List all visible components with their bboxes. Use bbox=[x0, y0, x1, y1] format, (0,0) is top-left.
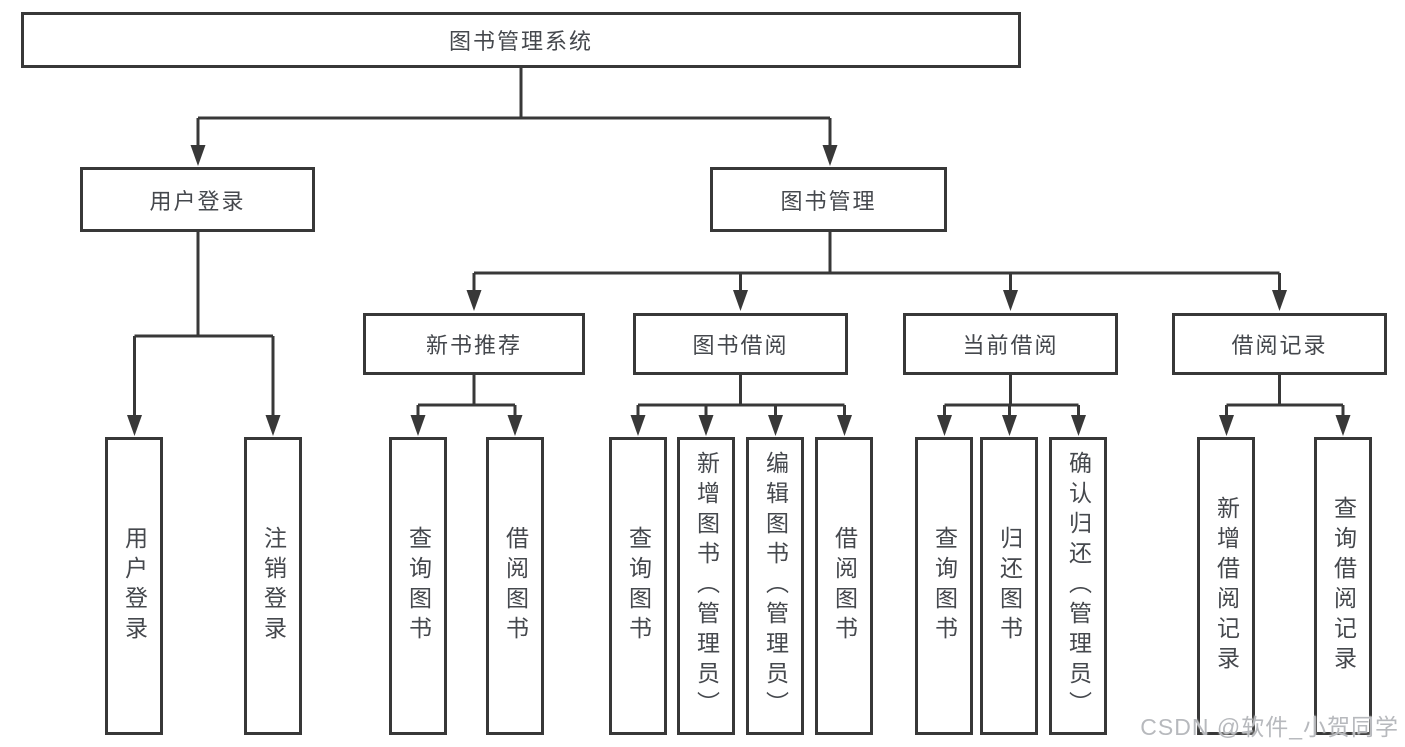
leaf-add-book-admin: 新增图书（管理员） bbox=[677, 437, 735, 735]
leaf-label: 编辑图书（管理员） bbox=[762, 451, 789, 721]
node-user-login: 用户登录 bbox=[80, 167, 315, 232]
node-label: 新书推荐 bbox=[425, 333, 522, 358]
leaf-label: 借阅图书 bbox=[831, 526, 858, 646]
leaf-query-books: 查询图书 bbox=[609, 437, 667, 735]
leaf-label: 归还图书 bbox=[996, 526, 1023, 646]
node-book-management: 图书管理 bbox=[710, 167, 947, 232]
leaf-label: 用户登录 bbox=[121, 526, 148, 646]
node-label: 图书管理系统 bbox=[448, 29, 593, 54]
leaf-borrow-books: 借阅图书 bbox=[815, 437, 873, 735]
leaf-label: 查询图书 bbox=[625, 526, 652, 646]
leaf-label: 确认归还（管理员） bbox=[1065, 451, 1092, 721]
leaf-confirm-return-admin: 确认归还（管理员） bbox=[1049, 437, 1107, 735]
node-new-book-recommendation: 新书推荐 bbox=[363, 313, 585, 375]
node-label: 用户登录 bbox=[149, 188, 246, 214]
node-borrowing-records: 借阅记录 bbox=[1172, 313, 1387, 375]
node-book-borrowing: 图书借阅 bbox=[633, 313, 848, 375]
leaf-user-login: 用户登录 bbox=[105, 437, 163, 735]
leaf-add-borrow-record: 新增借阅记录 bbox=[1197, 437, 1255, 735]
leaf-borrow-books: 借阅图书 bbox=[486, 437, 544, 735]
node-label: 图书借阅 bbox=[692, 333, 789, 358]
leaf-label: 查询图书 bbox=[931, 526, 958, 646]
leaf-edit-book-admin: 编辑图书（管理员） bbox=[746, 437, 804, 735]
node-label: 图书管理 bbox=[780, 188, 877, 214]
node-label: 借阅记录 bbox=[1231, 333, 1328, 358]
node-current-borrowing: 当前借阅 bbox=[903, 313, 1118, 375]
leaf-label: 新增图书（管理员） bbox=[693, 451, 720, 721]
leaf-label: 注销登录 bbox=[260, 526, 287, 646]
leaf-label: 借阅图书 bbox=[502, 526, 529, 646]
leaf-query-books: 查询图书 bbox=[389, 437, 447, 735]
node-library-management-system: 图书管理系统 bbox=[21, 12, 1021, 68]
leaf-logout: 注销登录 bbox=[244, 437, 302, 735]
leaf-query-borrow-record: 查询借阅记录 bbox=[1314, 437, 1372, 735]
leaf-query-books: 查询图书 bbox=[915, 437, 973, 735]
csdn-watermark: CSDN @软件_小贺同学 bbox=[1140, 714, 1399, 740]
leaf-label: 查询借阅记录 bbox=[1330, 496, 1357, 676]
leaf-label: 查询图书 bbox=[405, 526, 432, 646]
leaf-label: 新增借阅记录 bbox=[1213, 496, 1240, 676]
node-label: 当前借阅 bbox=[962, 333, 1059, 358]
leaf-return-book: 归还图书 bbox=[980, 437, 1038, 735]
